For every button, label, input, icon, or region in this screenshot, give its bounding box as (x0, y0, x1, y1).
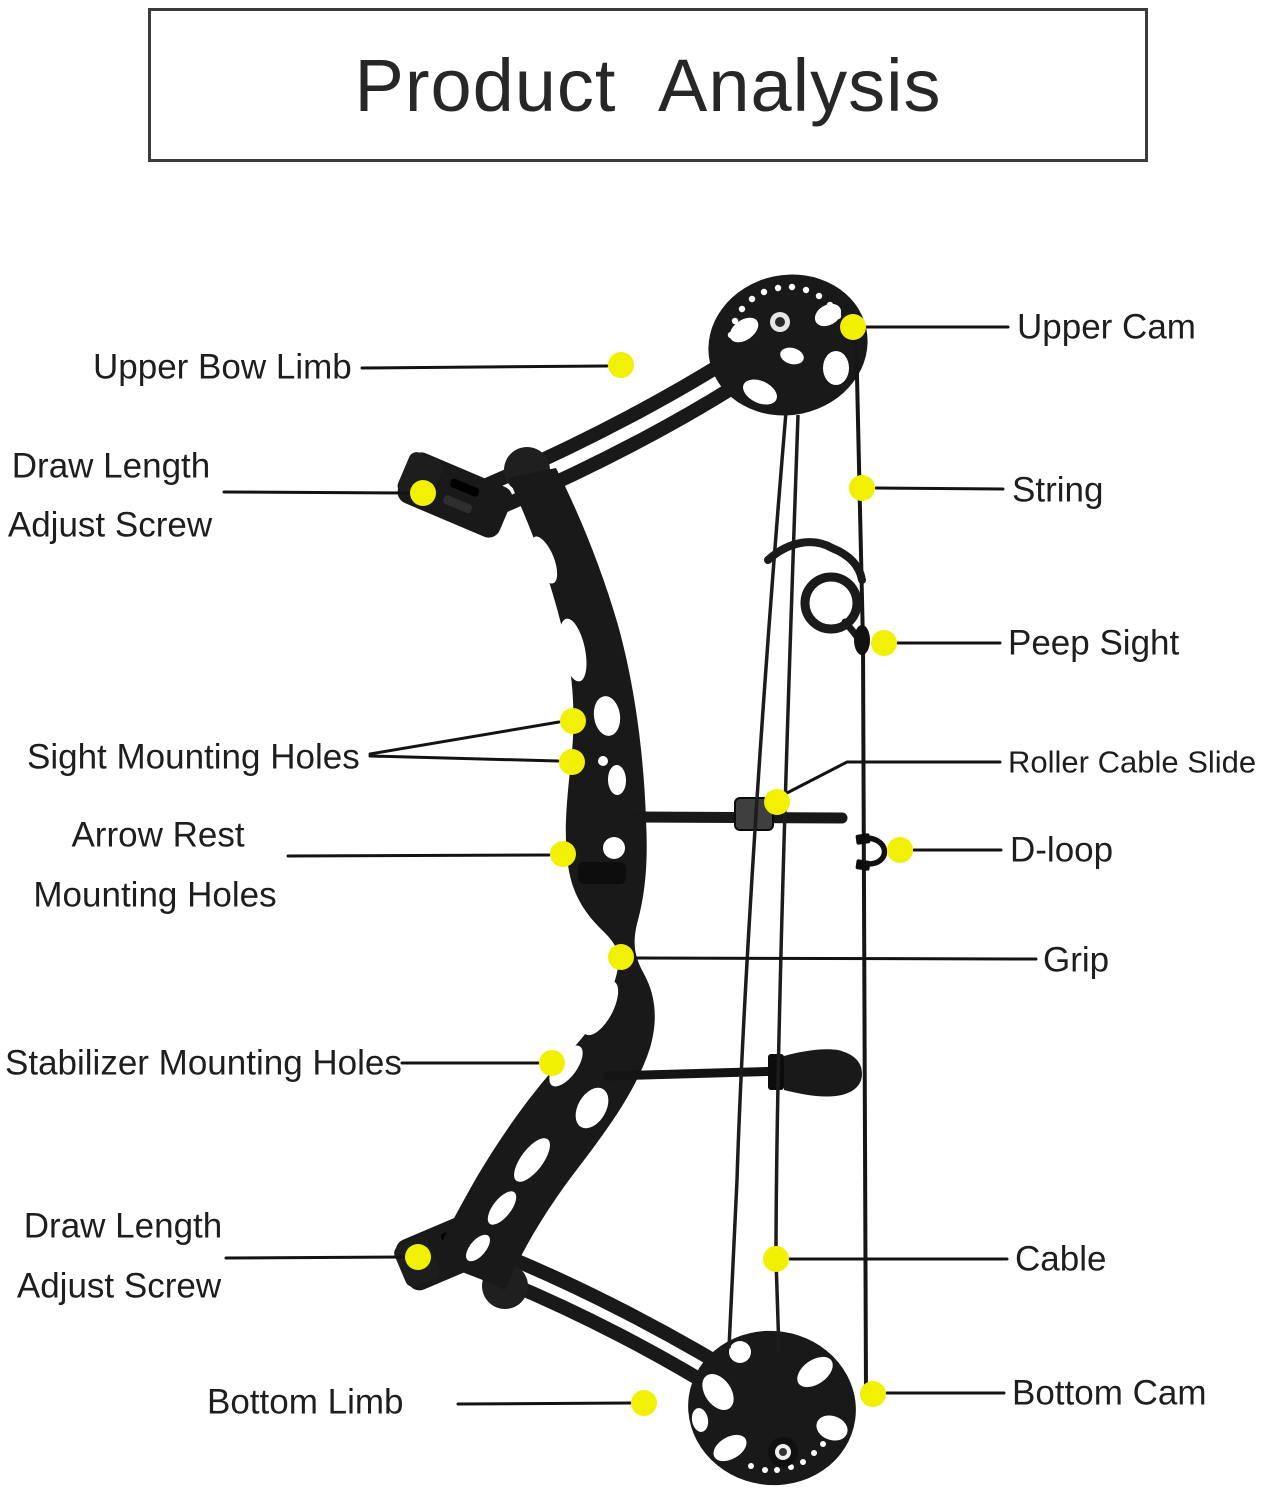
cables (727, 411, 800, 1353)
marker-dot-arrow-rest (550, 841, 576, 867)
title-box: Product Analysis (148, 8, 1148, 162)
marker-dot-draw-length-top (410, 480, 436, 506)
marker-dot-upper-cam (840, 314, 866, 340)
peep-sight (764, 538, 870, 655)
arrow-rest-plate (578, 862, 626, 884)
marker-dot-bottom-cam (860, 1381, 886, 1407)
marker-dot-draw-length-bottom (405, 1244, 431, 1270)
label-stabilizer-mounting-holes: Stabilizer Mounting Holes (5, 1043, 402, 1083)
arrow-rest-hole (603, 837, 625, 859)
callout-roller-cable-slide (764, 760, 1002, 815)
label-grip: Grip (1043, 940, 1110, 980)
sight-hole-2 (598, 756, 608, 766)
callout-draw-length-top (222, 480, 436, 506)
page-title: Product Analysis (354, 43, 942, 127)
callout-upper-bow-limb (360, 352, 634, 378)
callout-d-loop (887, 837, 1003, 863)
bottom-cam (688, 1330, 856, 1486)
roller-cable-slide (626, 797, 848, 831)
callout-string (849, 475, 1005, 501)
upper-cam (708, 274, 868, 416)
label-d-loop: D-loop (1010, 830, 1114, 870)
label-draw-length-bottom-line1: Draw Length (23, 1206, 223, 1246)
stabilizer-bushing (603, 1049, 862, 1097)
marker-dot-d-loop (887, 837, 913, 863)
marker-dot-sight-hole-2 (559, 749, 585, 775)
marker-dot-stabilizer (539, 1050, 565, 1076)
riser (434, 468, 655, 1290)
label-string: String (1012, 470, 1104, 510)
label-bottom-limb: Bottom Limb (207, 1382, 404, 1422)
marker-dot-cable (763, 1246, 789, 1272)
callout-stabilizer (400, 1050, 565, 1076)
label-upper-cam: Upper Cam (1017, 307, 1196, 347)
callout-bottom-limb (456, 1390, 657, 1416)
label-peep-sight: Peep Sight (1008, 623, 1180, 663)
marker-dot-bottom-limb (631, 1390, 657, 1416)
marker-dot-roller-cable-slide (764, 789, 790, 815)
callout-draw-length-bottom (224, 1244, 431, 1270)
label-bottom-cam: Bottom Cam (1012, 1373, 1207, 1413)
marker-dot-peep-sight (871, 630, 897, 656)
callout-peep-sight (871, 630, 1002, 656)
label-arrow-rest-line1: Arrow Rest (71, 815, 245, 855)
label-cable: Cable (1015, 1239, 1107, 1279)
label-arrow-rest-line2: Mounting Holes (33, 875, 277, 915)
label-roller-cable-slide: Roller Cable Slide (1008, 744, 1257, 780)
callout-upper-cam (840, 314, 1010, 340)
label-sight-mounting-holes: Sight Mounting Holes (27, 737, 360, 777)
label-draw-length-bottom-line2: Adjust Screw (16, 1266, 222, 1306)
sight-hole-1 (595, 716, 605, 726)
callout-cable (763, 1246, 1009, 1272)
marker-dot-upper-bow-limb (608, 352, 634, 378)
bottom-cam-perforations (748, 1416, 836, 1473)
label-upper-bow-limb: Upper Bow Limb (93, 347, 352, 387)
marker-dot-sight-hole-1 (560, 708, 586, 734)
callout-grip (608, 944, 1038, 970)
marker-dot-string (849, 475, 875, 501)
d-loop (855, 833, 888, 871)
marker-dot-grip (608, 944, 634, 970)
callout-arrow-rest (286, 841, 576, 867)
label-draw-length-top-line1: Draw Length (11, 446, 211, 486)
callout-bottom-cam (860, 1381, 1006, 1407)
callout-sight-mounting-holes (368, 708, 586, 775)
label-draw-length-top-line2: Adjust Screw (7, 505, 213, 545)
